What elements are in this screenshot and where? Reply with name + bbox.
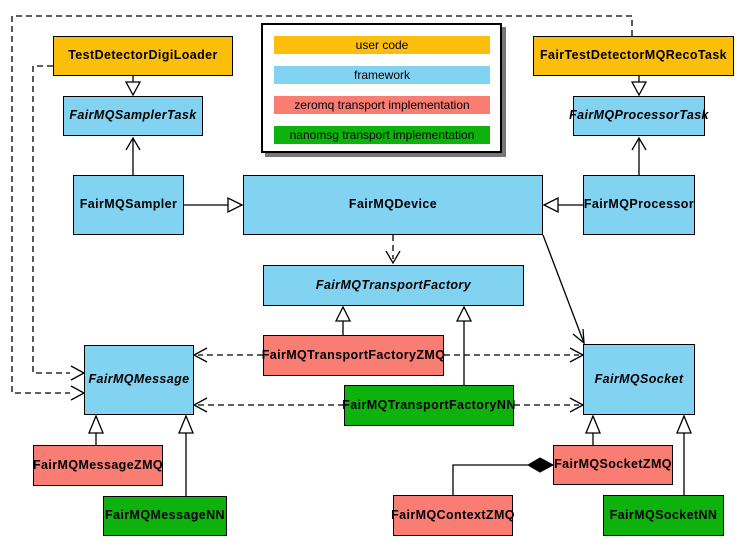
edge-fairmqtransportfactorynn-to-fairmqmessage — [192, 397, 344, 413]
node-fairmqprocessor: FairMQProcessor — [583, 175, 695, 235]
node-label: FairMQMessageNN — [105, 508, 225, 523]
node-label: FairMQSocket — [594, 371, 684, 386]
legend-item-nanomsg: nanomsg transport implementation — [274, 126, 490, 144]
node-fairmqsocketnn: FairMQSocketNN — [603, 495, 724, 536]
edge-fairmqdevice-to-fairmqtransportfactory — [385, 235, 401, 265]
edge-fairtestdetectormqrecotask-to-fairmqprocessortask — [630, 76, 648, 97]
legend-label: zeromq transport implementation — [294, 98, 470, 112]
node-fairmqsamplertask: FairMQSamplerTask — [63, 96, 203, 136]
legend-item-zeromq: zeromq transport implementation — [274, 96, 490, 114]
node-label: FairMQContextZMQ — [391, 507, 515, 522]
node-fairmqdevice: FairMQDevice — [243, 175, 543, 235]
edge-fairmqdevice-to-fairmqsocket — [542, 234, 585, 345]
node-fairmqmessagezmq: FairMQMessageZMQ — [33, 445, 163, 486]
node-fairmqtransportfactorynn: FairMQTransportFactoryNN — [342, 385, 516, 426]
node-label: FairMQSamplerTask — [69, 108, 197, 123]
node-fairmqmessagenn: FairMQMessageNN — [103, 496, 227, 536]
node-label: FairMQTransportFactoryNN — [342, 397, 516, 412]
edge-fairmqtransportfactoryzmq-to-fairmqsocket — [444, 347, 585, 363]
node-label: FairMQMessageZMQ — [32, 457, 164, 472]
legend-label: nanomsg transport implementation — [289, 128, 475, 142]
node-fairmqsampler: FairMQSampler — [73, 175, 184, 235]
edge-fairmqcontextzmq-to-fairmqsocketzmq — [452, 457, 555, 495]
node-label: FairMQTransportFactory — [315, 277, 472, 292]
node-fairmqsocket: FairMQSocket — [583, 344, 695, 415]
legend-label: framework — [353, 68, 410, 82]
node-label: FairTestDetectorMQRecoTask — [539, 48, 728, 63]
legend-item-user-code: user code — [274, 36, 490, 54]
node-fairmqtransportfactoryzmq: FairMQTransportFactoryZMQ — [261, 335, 446, 376]
edge-fairmqsampler-to-fairmqsamplertask — [125, 136, 141, 175]
edge-fairmqmessagezmq-to-fairmqmessage — [88, 414, 104, 445]
edge-fairmqmessagenn-to-fairmqmessage — [178, 414, 194, 496]
node-fairmqmessage: FairMQMessage — [84, 345, 194, 415]
node-label: FairMQSampler — [79, 197, 178, 212]
node-label: TestDetectorDigiLoader — [68, 48, 218, 63]
node-testdetectordigiloader: TestDetectorDigiLoader — [53, 36, 233, 76]
node-label: FairMQMessage — [88, 372, 190, 387]
edge-fairmqtransportfactorynn-to-fairmqsocket — [514, 397, 585, 413]
node-fairmqtransportfactory: FairMQTransportFactory — [263, 265, 524, 306]
node-label: FairMQTransportFactoryZMQ — [261, 347, 446, 362]
edge-fairmqprocessor-to-fairmqdevice — [542, 196, 583, 214]
node-fairmqprocessortask: FairMQProcessorTask — [569, 96, 709, 136]
edge-fairmqsampler-to-fairmqdevice — [184, 196, 244, 214]
node-label: FairMQSocketZMQ — [554, 457, 672, 472]
legend-label: user code — [355, 38, 409, 52]
edge-testdetectordigiloader-to-fairmqsamplertask — [124, 76, 142, 97]
node-label: FairMQProcessor — [583, 197, 695, 212]
legend-box: user code framework zeromq transport imp… — [261, 23, 502, 153]
edge-fairmqtransportfactoryzmq-to-fairmqtransportfactory — [334, 305, 352, 335]
node-fairmqsocketzmq: FairMQSocketZMQ — [553, 445, 673, 485]
node-label: FairMQSocketNN — [609, 507, 718, 522]
node-fairtestdetectormqrecotask: FairTestDetectorMQRecoTask — [533, 36, 734, 76]
edge-fairmqsocketnn-to-fairmqsocket — [676, 414, 692, 495]
edge-fairmqsocketzmq-to-fairmqsocket — [585, 414, 601, 445]
edge-fairmqprocessor-to-fairmqprocessortask — [631, 136, 647, 175]
node-label: FairMQDevice — [348, 197, 438, 212]
edge-fairmqtransportfactoryzmq-to-fairmqmessage — [192, 347, 263, 363]
legend-item-framework: framework — [274, 66, 490, 84]
node-fairmqcontextzmq: FairMQContextZMQ — [391, 495, 515, 536]
edge-fairmqtransportfactorynn-to-fairmqtransportfactory — [455, 305, 473, 385]
node-label: FairMQProcessorTask — [569, 108, 709, 123]
